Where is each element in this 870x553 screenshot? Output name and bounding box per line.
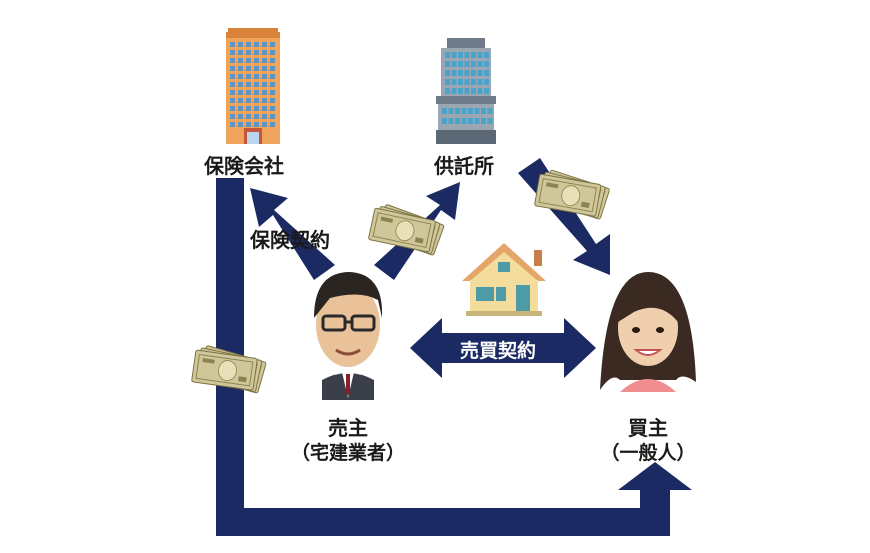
sales-contract-arrow [410, 318, 596, 378]
sales-contract-label: 売買契約 [460, 340, 537, 362]
office-building-icon [226, 28, 280, 144]
seller-sub-label: （宅建業者） [290, 442, 405, 464]
payment-route-arrow [216, 178, 692, 536]
house-icon [462, 243, 546, 316]
seller-label: 売主 [328, 416, 368, 440]
buyer-sub-label: （一般人） [600, 442, 696, 464]
woman-face-icon [600, 272, 696, 392]
deposit-office-building-icon [436, 38, 496, 144]
insurance-contract-arrow [250, 188, 335, 280]
man-face-icon [314, 272, 383, 400]
insurance-company-label: 保険会社 [204, 154, 284, 178]
insurance-contract-label: 保険契約 [250, 228, 330, 252]
banknotes-icon [191, 344, 267, 394]
deposit-office-label: 供託所 [434, 154, 494, 178]
buyer-label: 買主 [628, 416, 668, 440]
banknotes-icon [534, 168, 611, 220]
